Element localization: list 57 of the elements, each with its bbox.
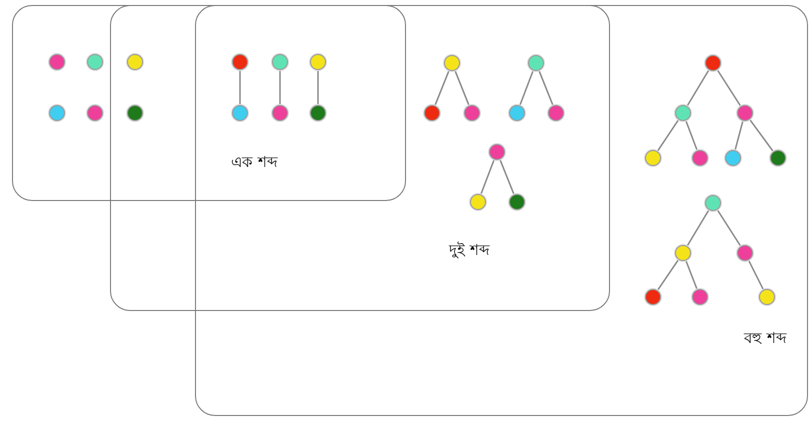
- node-dot: [444, 54, 460, 70]
- node-dot: [272, 54, 288, 70]
- node-dot: [127, 54, 143, 70]
- connector-line: [499, 159, 515, 195]
- node-dot: [464, 104, 480, 120]
- node-dot: [724, 150, 740, 166]
- node-dot: [310, 54, 326, 70]
- node-dot: [127, 105, 143, 121]
- connector-line: [434, 70, 450, 106]
- connector-line: [519, 70, 534, 106]
- connector-line: [686, 209, 710, 247]
- connector-line: [685, 120, 698, 151]
- node-dot: [770, 150, 786, 166]
- connector-line: [685, 260, 698, 290]
- node-dot: [644, 150, 660, 166]
- connector-line: [749, 119, 774, 152]
- connector-line: [454, 70, 470, 106]
- node-dot: [704, 194, 720, 210]
- node-dot: [272, 105, 288, 121]
- connector-line: [656, 119, 680, 152]
- connector-line: [734, 120, 744, 150]
- group-label: বহু শব্দ: [744, 328, 787, 349]
- node-dot: [86, 54, 102, 70]
- connector-line: [748, 260, 764, 290]
- node-dot: [86, 104, 102, 120]
- connector-line: [480, 159, 495, 195]
- node-dot: [692, 150, 708, 166]
- group-label: দুই শব্দ: [449, 240, 490, 261]
- node-dot: [470, 194, 486, 210]
- connector-line: [656, 259, 680, 291]
- connector-line: [279, 70, 281, 105]
- node-dot: [424, 104, 440, 120]
- connector-line: [716, 209, 742, 247]
- node-dot: [488, 144, 504, 160]
- node-dot: [232, 105, 248, 121]
- group-label: এক শব্দ: [231, 152, 278, 173]
- node-dot: [48, 104, 64, 120]
- node-dot: [758, 288, 774, 304]
- connector-line: [317, 70, 319, 105]
- node-dot: [736, 244, 752, 260]
- node-dot: [674, 104, 690, 120]
- connector-line: [716, 69, 742, 107]
- node-dot: [48, 54, 64, 70]
- node-dot: [232, 54, 248, 70]
- node-dot: [736, 104, 752, 120]
- node-dot: [548, 104, 564, 120]
- connector-line: [239, 70, 241, 105]
- connector-line: [686, 69, 710, 107]
- connector-line: [538, 70, 554, 106]
- node-dot: [644, 288, 660, 304]
- node-dot: [704, 54, 720, 70]
- node-dot: [310, 105, 326, 121]
- node-dot: [528, 54, 544, 70]
- node-dot: [674, 244, 690, 260]
- node-dot: [692, 288, 708, 304]
- node-dot: [508, 194, 524, 210]
- node-dot: [508, 104, 524, 120]
